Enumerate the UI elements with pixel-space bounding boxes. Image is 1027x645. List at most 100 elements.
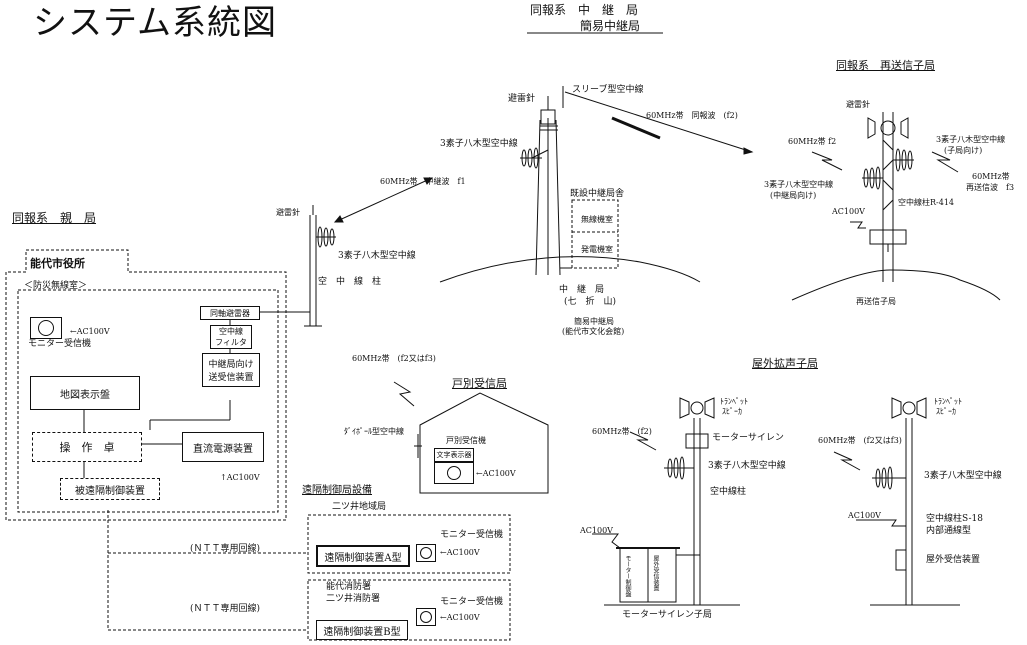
rebroadcast-yagi-child1: 3素子八木型空中線: [936, 135, 1006, 144]
rebroadcast-rod: 避雷針: [846, 100, 870, 109]
existing-building: [571, 199, 619, 269]
remote-station1: 二ツ井地域局: [332, 502, 387, 512]
disaster-room-label: ＜防災無線室＞: [24, 281, 88, 291]
siren-band: 60MHz帯 (f2): [592, 427, 652, 436]
siren-ac: AC100V: [580, 526, 613, 535]
relay-yagi-label: 3素子八木型空中線: [440, 139, 518, 149]
remote-controlled-box: 被遠隔制御装置: [60, 478, 160, 500]
trumpet1-line1: ﾄﾗﾝﾍﾟｯﾄ: [720, 397, 748, 406]
remote-device-b: 遠隔制御装置B型: [316, 620, 408, 640]
lightning-arrester-box: 同軸避雷器: [200, 306, 260, 320]
remote-station2-line2: 二ツ井消防署: [326, 594, 381, 604]
speaker-mast-line2: 内部通線型: [926, 526, 972, 536]
outdoor-heading: 屋外拡声子局: [752, 357, 818, 370]
remote-station1-box: [307, 514, 511, 574]
bolt-f2: [811, 151, 843, 171]
bolt-speaker: [833, 451, 861, 471]
rebroadcast-band-f2: 60MHz帯 f2: [788, 137, 837, 146]
console-box: 操 作 卓: [32, 432, 142, 462]
rebroadcast-yagi-relay2: (中継局向け): [770, 191, 817, 200]
relay-subheading: 簡易中継局: [580, 19, 641, 33]
speaker-mast-line1: 空中線柱S-18: [926, 514, 983, 524]
bolt-f3: [931, 151, 959, 173]
relay-tx-line1: 中継局向け: [208, 360, 254, 370]
relay-yagi: [520, 147, 542, 169]
clock-display-box: 文字表示器: [434, 448, 474, 462]
trumpet2-line1: ﾄﾗﾝﾍﾟｯﾄ: [934, 397, 962, 406]
relay-sleeve-label: スリーブ型空中線: [572, 85, 644, 95]
remote-device-a: 遠隔制御装置A型: [316, 545, 410, 567]
remote-heading: 遠隔制御局設備: [302, 485, 372, 496]
monitor2-icon: [416, 608, 436, 626]
monitor-ac-label: ←AC100V: [70, 327, 110, 336]
monitor-receiver-icon: [30, 317, 62, 339]
remote-station2-box: [307, 579, 511, 641]
wave-broadcast-line: [564, 91, 753, 153]
siren-yagi: 3素子八木型空中線: [708, 461, 786, 471]
relay-site-note2: (能代市文化会館): [562, 327, 625, 336]
monitor1-icon: [416, 544, 436, 562]
rebroadcast-heading: 同報系 再送信子局: [836, 59, 935, 72]
siren-receiver-panel: 屋外受信装置: [652, 555, 659, 591]
ntt-line1-label: (ＮＴＴ専用回線): [190, 544, 261, 554]
ntt-line2-label: (ＮＴＴ専用回線): [190, 604, 261, 614]
parent-heading: 同報系 親 局: [12, 211, 97, 225]
trumpet1-line2: ｽﾋﾟｰｶ: [722, 407, 742, 416]
rebroadcast-band-f3-1: 60MHz帯: [972, 172, 1010, 181]
room-radio: 無線機室: [581, 215, 613, 224]
rebroadcast-site: 再送信子局: [856, 297, 896, 306]
relay-hill: [439, 256, 701, 283]
relay-heading: 同報系 中 継 局: [530, 3, 639, 17]
rebroadcast-yagi-relay1: 3素子八木型空中線: [764, 180, 834, 189]
individual-band-label: 60MHz帯 (f2又はf3): [352, 354, 436, 363]
remote-monitor2: モニター受信機: [440, 597, 504, 607]
map-board-box: 地図表示盤: [30, 376, 140, 410]
trumpet2-line2: ｽﾋﾟｰｶ: [936, 407, 956, 416]
siren-mast: [604, 397, 740, 606]
motor-control-panel: モーター制御盤: [624, 555, 631, 597]
dc-power-box: 直流電源装置: [182, 432, 264, 462]
individual-receiver-label: 戸別受信機: [446, 436, 486, 445]
individual-heading: 戸別受信局: [452, 377, 507, 390]
remote-ac1: ←AC100V: [440, 548, 480, 557]
siren-label: モーターサイレン: [712, 433, 784, 443]
page-title: システム系統図: [33, 3, 277, 43]
individual-ac-label: ←AC100V: [476, 469, 516, 478]
dc-ac-label: ↑AC100V: [220, 473, 260, 482]
relay-site-name: 中 継 局: [559, 285, 605, 295]
rebroadcast-hill: [791, 269, 1001, 301]
speaker-band: 60MHz帯 (f2又はf3): [818, 436, 902, 445]
antenna-filter-line1: 空中線: [219, 327, 243, 336]
siren-mast-label: 空中線柱: [710, 487, 747, 497]
wave-relay-label: 60MHz帯 中継波 f1: [380, 177, 466, 186]
relay-mast: [531, 86, 564, 276]
speaker-yagi: 3素子八木型空中線: [924, 471, 1002, 481]
remote-station2-line1: 能代消防署: [326, 582, 372, 592]
relay-site-note1: 簡易中継局: [574, 317, 614, 326]
city-hall-label: 能代市役所: [30, 257, 85, 270]
bolt-siren: [629, 431, 657, 451]
disaster-room-boundary: [17, 289, 279, 513]
dipole-label: ﾀﾞｲﾎﾟｰﾙ型空中線: [344, 427, 404, 436]
speaker-ac: AC100V: [848, 511, 881, 520]
room-generator: 発電機室: [581, 245, 613, 254]
parent-yagi-label: 3素子八木型空中線: [338, 251, 416, 261]
relay-site-sub: (七 折 山): [564, 297, 617, 307]
wave-relay-line: [334, 177, 433, 223]
city-hall-boundary: [5, 249, 287, 521]
rebroadcast-mast: 空中線柱R-414: [898, 198, 954, 207]
monitor-label: モニター受信機: [28, 339, 92, 349]
antenna-filter-box: 空中線 フィルタ: [210, 325, 252, 349]
existing-building-label: 既設中継局舎: [570, 189, 625, 199]
rebroadcast-ac: AC100V: [832, 207, 865, 216]
house-outline: [419, 392, 549, 494]
siren-site: モーターサイレン子局: [622, 610, 712, 620]
wave-broadcast-label: 60MHz帯 同報波 (f2): [646, 111, 738, 120]
parent-mast-label: 空 中 線 柱: [318, 277, 382, 287]
speaker-receiver: 屋外受信装置: [926, 555, 981, 565]
antenna-filter-line2: フィルタ: [215, 338, 247, 347]
rebroadcast-mast: [850, 112, 914, 282]
relay-rod-label: 避雷針: [508, 94, 536, 104]
parent-rod-label: 避雷針: [276, 208, 300, 217]
